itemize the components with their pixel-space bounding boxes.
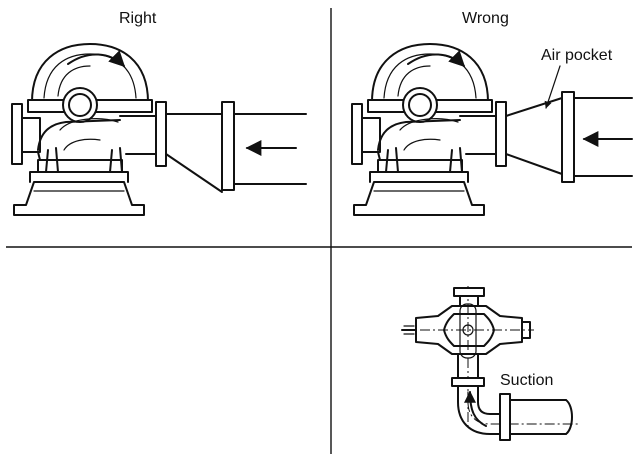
suction-elbow (457, 385, 580, 441)
wrong-concentric-reducer (505, 91, 575, 183)
right-suction-pipe (233, 113, 307, 185)
pump-plan-view (401, 286, 534, 428)
right-pump (12, 44, 166, 215)
suction-flow-arrow (464, 390, 487, 427)
label-suction: Suction (500, 372, 554, 389)
wrong-pump (352, 44, 506, 215)
label-right: Right (119, 10, 157, 27)
air-pocket-leader (544, 65, 561, 109)
wrong-suction-pipe (573, 97, 633, 177)
right-eccentric-reducer (165, 101, 235, 193)
label-wrong: Wrong (462, 10, 509, 27)
label-air-pocket: Air pocket (541, 47, 613, 64)
